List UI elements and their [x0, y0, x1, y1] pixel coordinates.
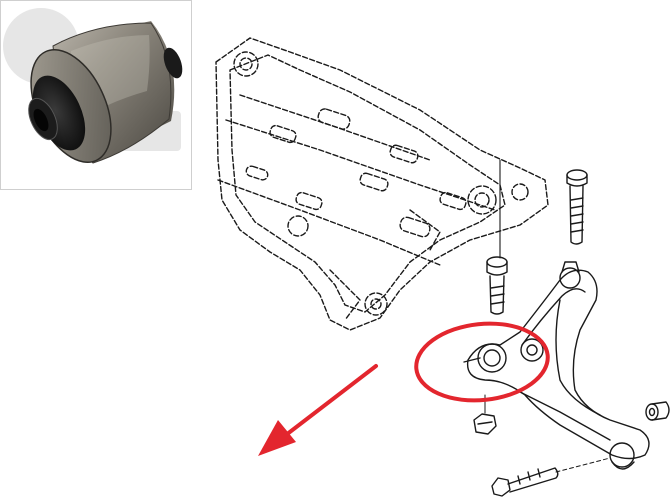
bottom-bolt — [491, 457, 611, 497]
control-arm — [463, 261, 650, 470]
subframe — [215, 37, 549, 331]
long-bolt — [566, 169, 588, 245]
bushing-photo — [3, 8, 183, 164]
bushing-photo-inset — [0, 0, 192, 190]
small-bushing — [645, 401, 670, 421]
direction-arrow — [258, 364, 378, 456]
highlight-circle — [414, 321, 550, 403]
short-bolt — [486, 256, 508, 315]
